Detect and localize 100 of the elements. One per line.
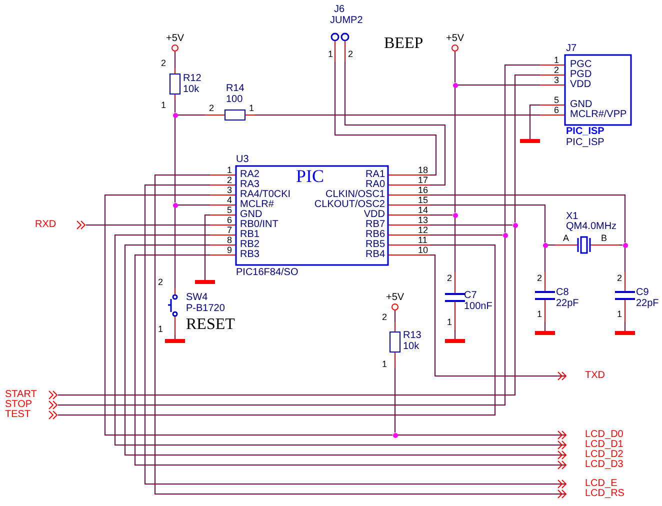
component-label: J7: [566, 44, 577, 54]
pin-number: 1: [161, 101, 166, 109]
wire: [430, 234, 503, 236]
wire: [504, 64, 540, 233]
component-label: C9: [636, 288, 649, 298]
wire: [174, 334, 176, 340]
wire: [394, 368, 396, 433]
junction-dot: [542, 242, 548, 248]
junction-dot: [452, 212, 458, 218]
junction-dot: [622, 242, 628, 248]
pin-number: 1: [537, 310, 542, 318]
wire: [454, 87, 456, 213]
capacitor-symbol: [615, 272, 661, 322]
component-label: QM4.0MHz: [566, 222, 617, 232]
component-label: PIC_ISP: [566, 138, 604, 148]
component-label: PIC_ISP: [566, 127, 604, 137]
pin-number: 4: [226, 196, 232, 204]
junction-dot: [452, 82, 458, 88]
pin-number: 8: [226, 236, 232, 244]
component-label: JUMP2: [330, 16, 363, 26]
pin-number: 1: [447, 318, 452, 326]
pin-name: RA1: [366, 170, 385, 180]
component-label: PIC16F84/SO: [236, 268, 298, 278]
junction-dot: [392, 432, 398, 438]
pin-name: VDD: [570, 80, 592, 90]
pin-name: VDD: [364, 210, 385, 220]
pin-name: GND: [240, 210, 262, 220]
wire: [174, 117, 176, 203]
pin-name: RA4/T0CKI: [240, 190, 291, 200]
pin-number: 14: [418, 206, 428, 214]
pin-number: 2: [209, 104, 214, 112]
pin-number: 16: [418, 186, 428, 194]
wire: [457, 84, 540, 86]
port-label: TXD: [585, 371, 605, 381]
pin-name: RB2: [240, 240, 260, 250]
net-port: [34, 220, 86, 230]
component-label: R13: [403, 331, 422, 341]
pin-name: GND: [570, 100, 592, 110]
pin-number: 12: [418, 226, 428, 234]
wire: [544, 322, 546, 332]
wire: [394, 310, 396, 322]
pin-number: 10: [418, 246, 428, 254]
junction-dot: [502, 232, 508, 238]
wire: [204, 214, 210, 280]
pin-number: 15: [418, 196, 428, 204]
pin-number: 6: [226, 216, 232, 224]
pin-number: 2: [537, 274, 542, 282]
wire: [514, 74, 540, 223]
pin-number: 2: [554, 66, 560, 74]
wire: [454, 217, 456, 272]
voltage-label: +5V: [446, 34, 464, 44]
pin-number: 3: [226, 186, 232, 194]
component-label: C7: [464, 291, 477, 301]
pin-name: RA0: [366, 180, 385, 190]
ground-symbol: [195, 280, 215, 284]
pin-number: 1: [226, 166, 232, 174]
port-label: LCD_E: [585, 479, 618, 489]
component-label: 10k: [403, 342, 420, 352]
wire: [177, 204, 210, 206]
wire: [430, 224, 513, 226]
capacitor-symbol: [445, 272, 493, 330]
pin-name: RB3: [240, 250, 260, 260]
net-port: [4, 390, 58, 400]
wire: [547, 244, 556, 246]
component-label: 100: [226, 95, 243, 105]
pin-number: 13: [418, 216, 428, 224]
wire: [177, 114, 206, 116]
pin-number: 1: [158, 325, 164, 333]
component-label: R14: [226, 84, 244, 94]
wire: [430, 194, 626, 243]
component-label: U3: [236, 155, 249, 165]
ground-symbol: [445, 339, 465, 343]
pin-name: MCLR#: [240, 200, 274, 210]
crystal-symbol: [555, 211, 619, 253]
port-label: LCD_RS: [585, 489, 624, 499]
pin-number: 3: [554, 76, 560, 84]
port-label: RXD: [35, 220, 56, 230]
wire: [530, 104, 540, 140]
pin-name: RA2: [240, 170, 260, 180]
wire: [454, 330, 456, 340]
pin-name: PGC: [570, 60, 592, 70]
pin-number: 1: [554, 56, 560, 64]
component-label: R12: [183, 74, 202, 84]
ground-symbol: [535, 331, 555, 335]
pin-number: 5: [554, 96, 560, 104]
wire: [334, 62, 436, 176]
wire: [104, 194, 393, 436]
wire: [174, 52, 176, 68]
pin-number: 18: [418, 166, 428, 174]
wire: [618, 244, 623, 246]
port-label: LCD_D3: [585, 460, 624, 470]
pin-number: 2: [382, 313, 388, 321]
net-port: [4, 410, 58, 420]
port-label: TEST: [5, 410, 31, 420]
wire: [254, 114, 540, 116]
component-label: 22pF: [636, 299, 659, 309]
voltage-label: +5V: [386, 293, 404, 303]
pin-name: RB5: [366, 240, 385, 250]
pin-number: 11: [418, 236, 428, 244]
ground-symbol: [520, 139, 540, 143]
